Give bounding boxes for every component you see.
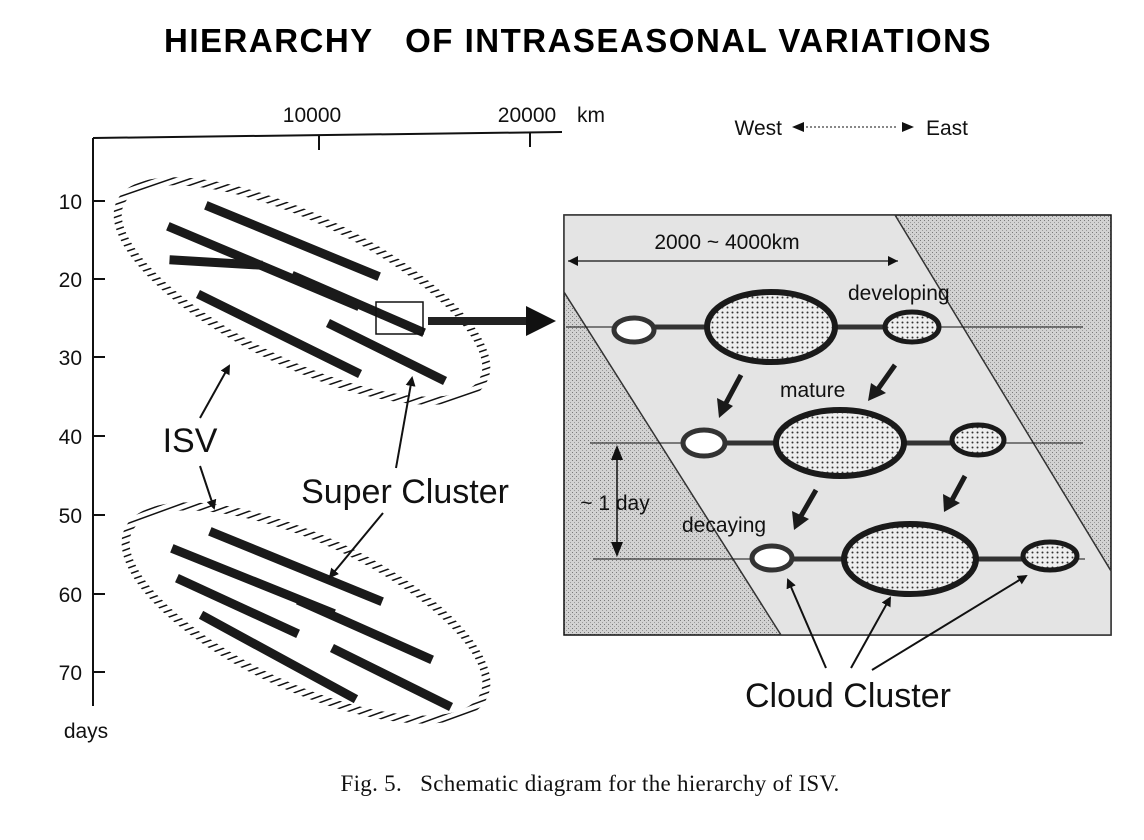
super-cluster-streak — [195, 289, 363, 379]
axes: 10000 20000 km 10 20 30 40 50 60 70 days — [59, 104, 605, 743]
zoom-arrow — [428, 306, 556, 336]
isv-arrow-up — [199, 364, 230, 419]
figure-title: HIERARCHY OF INTRASEASONAL VARIATIONS — [164, 22, 992, 59]
cloud-cluster-panel: 2000 ~ 4000km ~ 1 day developing mature — [563, 214, 1112, 636]
zoom-arrow-head — [526, 306, 556, 336]
super-cluster-group-lower — [170, 527, 454, 712]
evolution-arrowheads — [717, 383, 960, 530]
evolution-arrow — [875, 363, 898, 391]
cloud-cluster-large — [773, 407, 907, 479]
cloud-cluster-label: Cloud Cluster — [745, 677, 951, 715]
left-annotations: ISV Super Cluster — [163, 364, 509, 579]
west-arrowhead — [792, 122, 804, 132]
zoom-selection-box — [375, 301, 424, 335]
isv-episode-lower — [121, 502, 491, 724]
km-tick-label-20000: 20000 — [498, 104, 556, 127]
cloud-cluster-arrow-small — [786, 578, 827, 669]
km-axis-line — [92, 131, 563, 139]
scale-width-left-arrowhead — [568, 256, 578, 266]
evolution-arrow — [798, 488, 819, 518]
evolution-arrowhead — [717, 398, 733, 418]
days-ticks: 10 20 30 40 50 60 70 — [59, 191, 105, 685]
super-cluster-streak — [204, 201, 381, 281]
stage-label-developing: developing — [848, 282, 950, 305]
super-cluster-streak — [175, 574, 300, 638]
super-cluster-streak — [329, 643, 454, 712]
isv-label: ISV — [163, 422, 218, 460]
day-tick-label-20: 20 — [59, 269, 82, 292]
direction-indicator: West East — [735, 117, 969, 140]
cloud-cluster-small — [749, 543, 795, 573]
evolution-arrow — [949, 474, 968, 502]
km-unit-label: km — [577, 104, 605, 127]
east-label: East — [926, 117, 968, 140]
cluster-row-mature — [680, 407, 1007, 479]
super-cluster-arrow-up — [395, 376, 416, 469]
west-label: West — [735, 117, 783, 140]
day-tick-label-50: 50 — [59, 505, 82, 528]
super-cluster-streak — [290, 271, 426, 337]
day-tick-label-10: 10 — [59, 191, 82, 214]
cloud-cluster-small — [680, 427, 728, 459]
super-cluster-streak — [325, 318, 448, 386]
one-day-label: ~ 1 day — [580, 492, 650, 515]
km-tick-label-10000: 10000 — [283, 104, 341, 127]
super-cluster-streak — [198, 610, 359, 704]
super-cluster-streak — [296, 596, 434, 664]
scale-width-label: 2000 ~ 4000km — [654, 231, 799, 254]
days-unit-label: days — [64, 720, 108, 743]
cloud-cluster-arrow-large — [850, 596, 891, 669]
isv-envelope-lower — [121, 502, 491, 724]
super-cluster-group-upper — [166, 201, 448, 386]
east-arrowhead — [902, 122, 914, 132]
evolution-arrow — [723, 373, 744, 405]
one-day-arrowhead-top — [611, 445, 623, 460]
day-tick-label-40: 40 — [59, 426, 82, 449]
cluster-row-decaying — [749, 521, 1080, 597]
evolution-arrowhead — [792, 511, 809, 530]
cloud-cluster-large — [841, 521, 979, 597]
isv-arrow-down — [199, 465, 217, 510]
cloud-cluster-large — [704, 289, 838, 365]
isv-episode-upper — [113, 177, 491, 405]
evolution-arrowhead — [943, 494, 960, 512]
super-cluster-streak — [169, 255, 263, 270]
evolution-arrows — [723, 363, 968, 518]
cluster-row-developing — [611, 289, 942, 365]
super-cluster-streak — [208, 527, 384, 606]
isv-envelope-upper — [113, 177, 491, 405]
super-cluster-label: Super Cluster — [301, 473, 509, 511]
cloud-cluster-small — [611, 315, 657, 345]
day-tick-label-70: 70 — [59, 662, 82, 685]
evolution-arrowhead — [868, 383, 886, 401]
day-tick-label-60: 60 — [59, 584, 82, 607]
cloud-cluster-annotation: Cloud Cluster — [745, 574, 1028, 715]
scale-width-right-arrowhead — [888, 256, 898, 266]
cloud-cluster-arrow-medium — [871, 574, 1028, 671]
one-day-arrowhead-bottom — [611, 542, 623, 557]
stage-label-decaying: decaying — [682, 514, 766, 537]
cloud-cluster-medium — [1020, 539, 1080, 573]
stage-label-mature: mature — [780, 379, 845, 402]
figure-caption: Fig. 5. Schematic diagram for the hierar… — [341, 771, 840, 796]
cloud-cluster-medium — [949, 422, 1007, 458]
super-cluster-arrow-down — [328, 512, 384, 579]
day-tick-label-30: 30 — [59, 347, 82, 370]
cloud-cluster-medium — [882, 309, 942, 345]
